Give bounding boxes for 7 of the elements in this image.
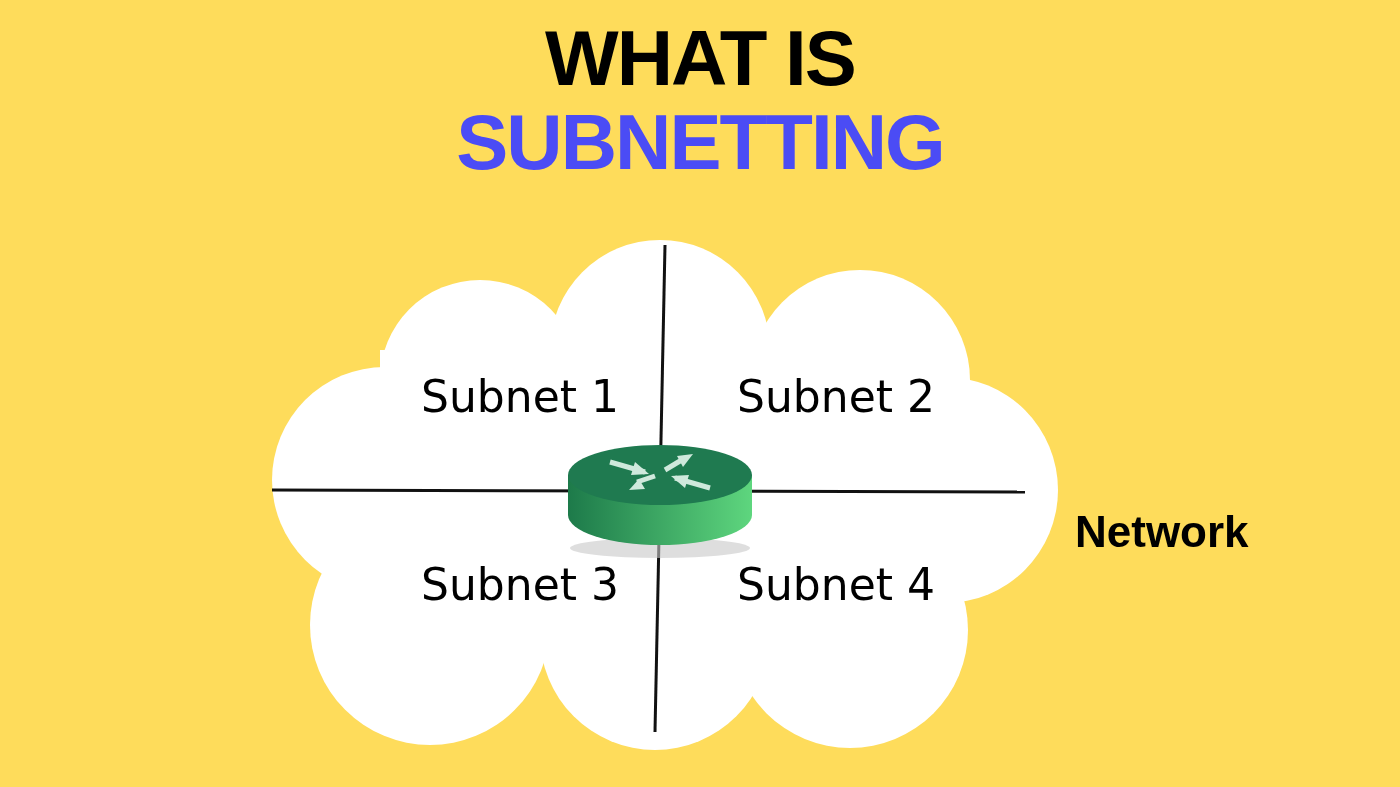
subnet-label: Subnet 3 (420, 558, 620, 612)
subnet-label: Subnet 2 (736, 370, 936, 424)
title-text: WHAT IS (545, 16, 855, 100)
subnet-label: Subnet 1 (420, 370, 620, 424)
network-label: Network (1075, 510, 1249, 554)
title-text: SUBNETTING (456, 100, 944, 184)
subnet-label: Subnet 4 (736, 558, 936, 612)
